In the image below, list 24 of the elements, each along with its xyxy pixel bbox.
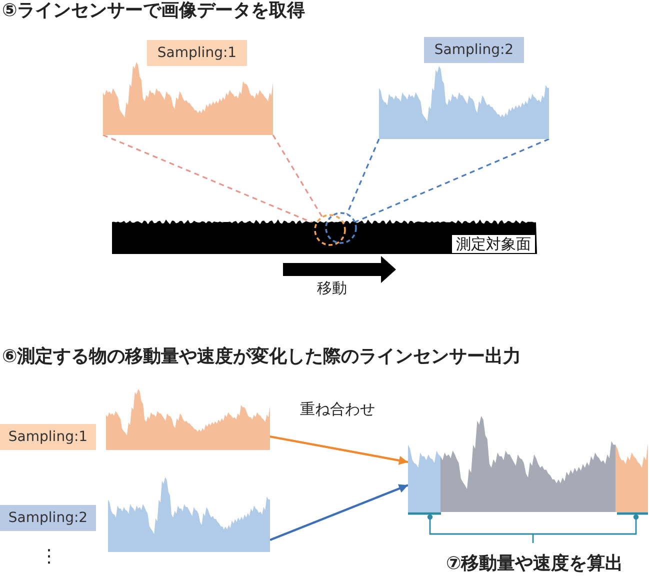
sensing-spot (314, 214, 346, 246)
leader-line (354, 138, 550, 223)
arrow (270, 436, 408, 465)
overlay-label: 重ね合わせ (300, 401, 375, 418)
signal-waveform (103, 62, 273, 135)
leader-line (346, 138, 380, 215)
section-heading: ⑥測定する物の移動量や速度が変化した際のラインセンサー出力 (2, 347, 522, 368)
signal-waveform (108, 477, 270, 552)
signal-waveform (106, 389, 270, 450)
surface-label: 測定対象面 (452, 235, 535, 253)
leader-line (272, 134, 323, 218)
sensing-spot (325, 212, 357, 244)
result-caption: ⑦移動量や速度を算出 (446, 554, 624, 575)
arrow (270, 484, 408, 542)
sampling-tag: Sampling:2 (424, 37, 524, 63)
signal-waveform (379, 66, 549, 139)
overlaid-waveform (408, 416, 648, 512)
continuation-dots: ⋮ (40, 547, 58, 568)
sampling-tag: Sampling:1 (147, 40, 247, 66)
measured-surface (112, 219, 537, 254)
sampling-tag: Sampling:1 (0, 424, 96, 450)
motion-label: 移動 (317, 280, 347, 298)
sampling-tag: Sampling:2 (0, 505, 96, 531)
section-heading: ⑤ラインセンサーで画像データを取得 (2, 1, 306, 22)
